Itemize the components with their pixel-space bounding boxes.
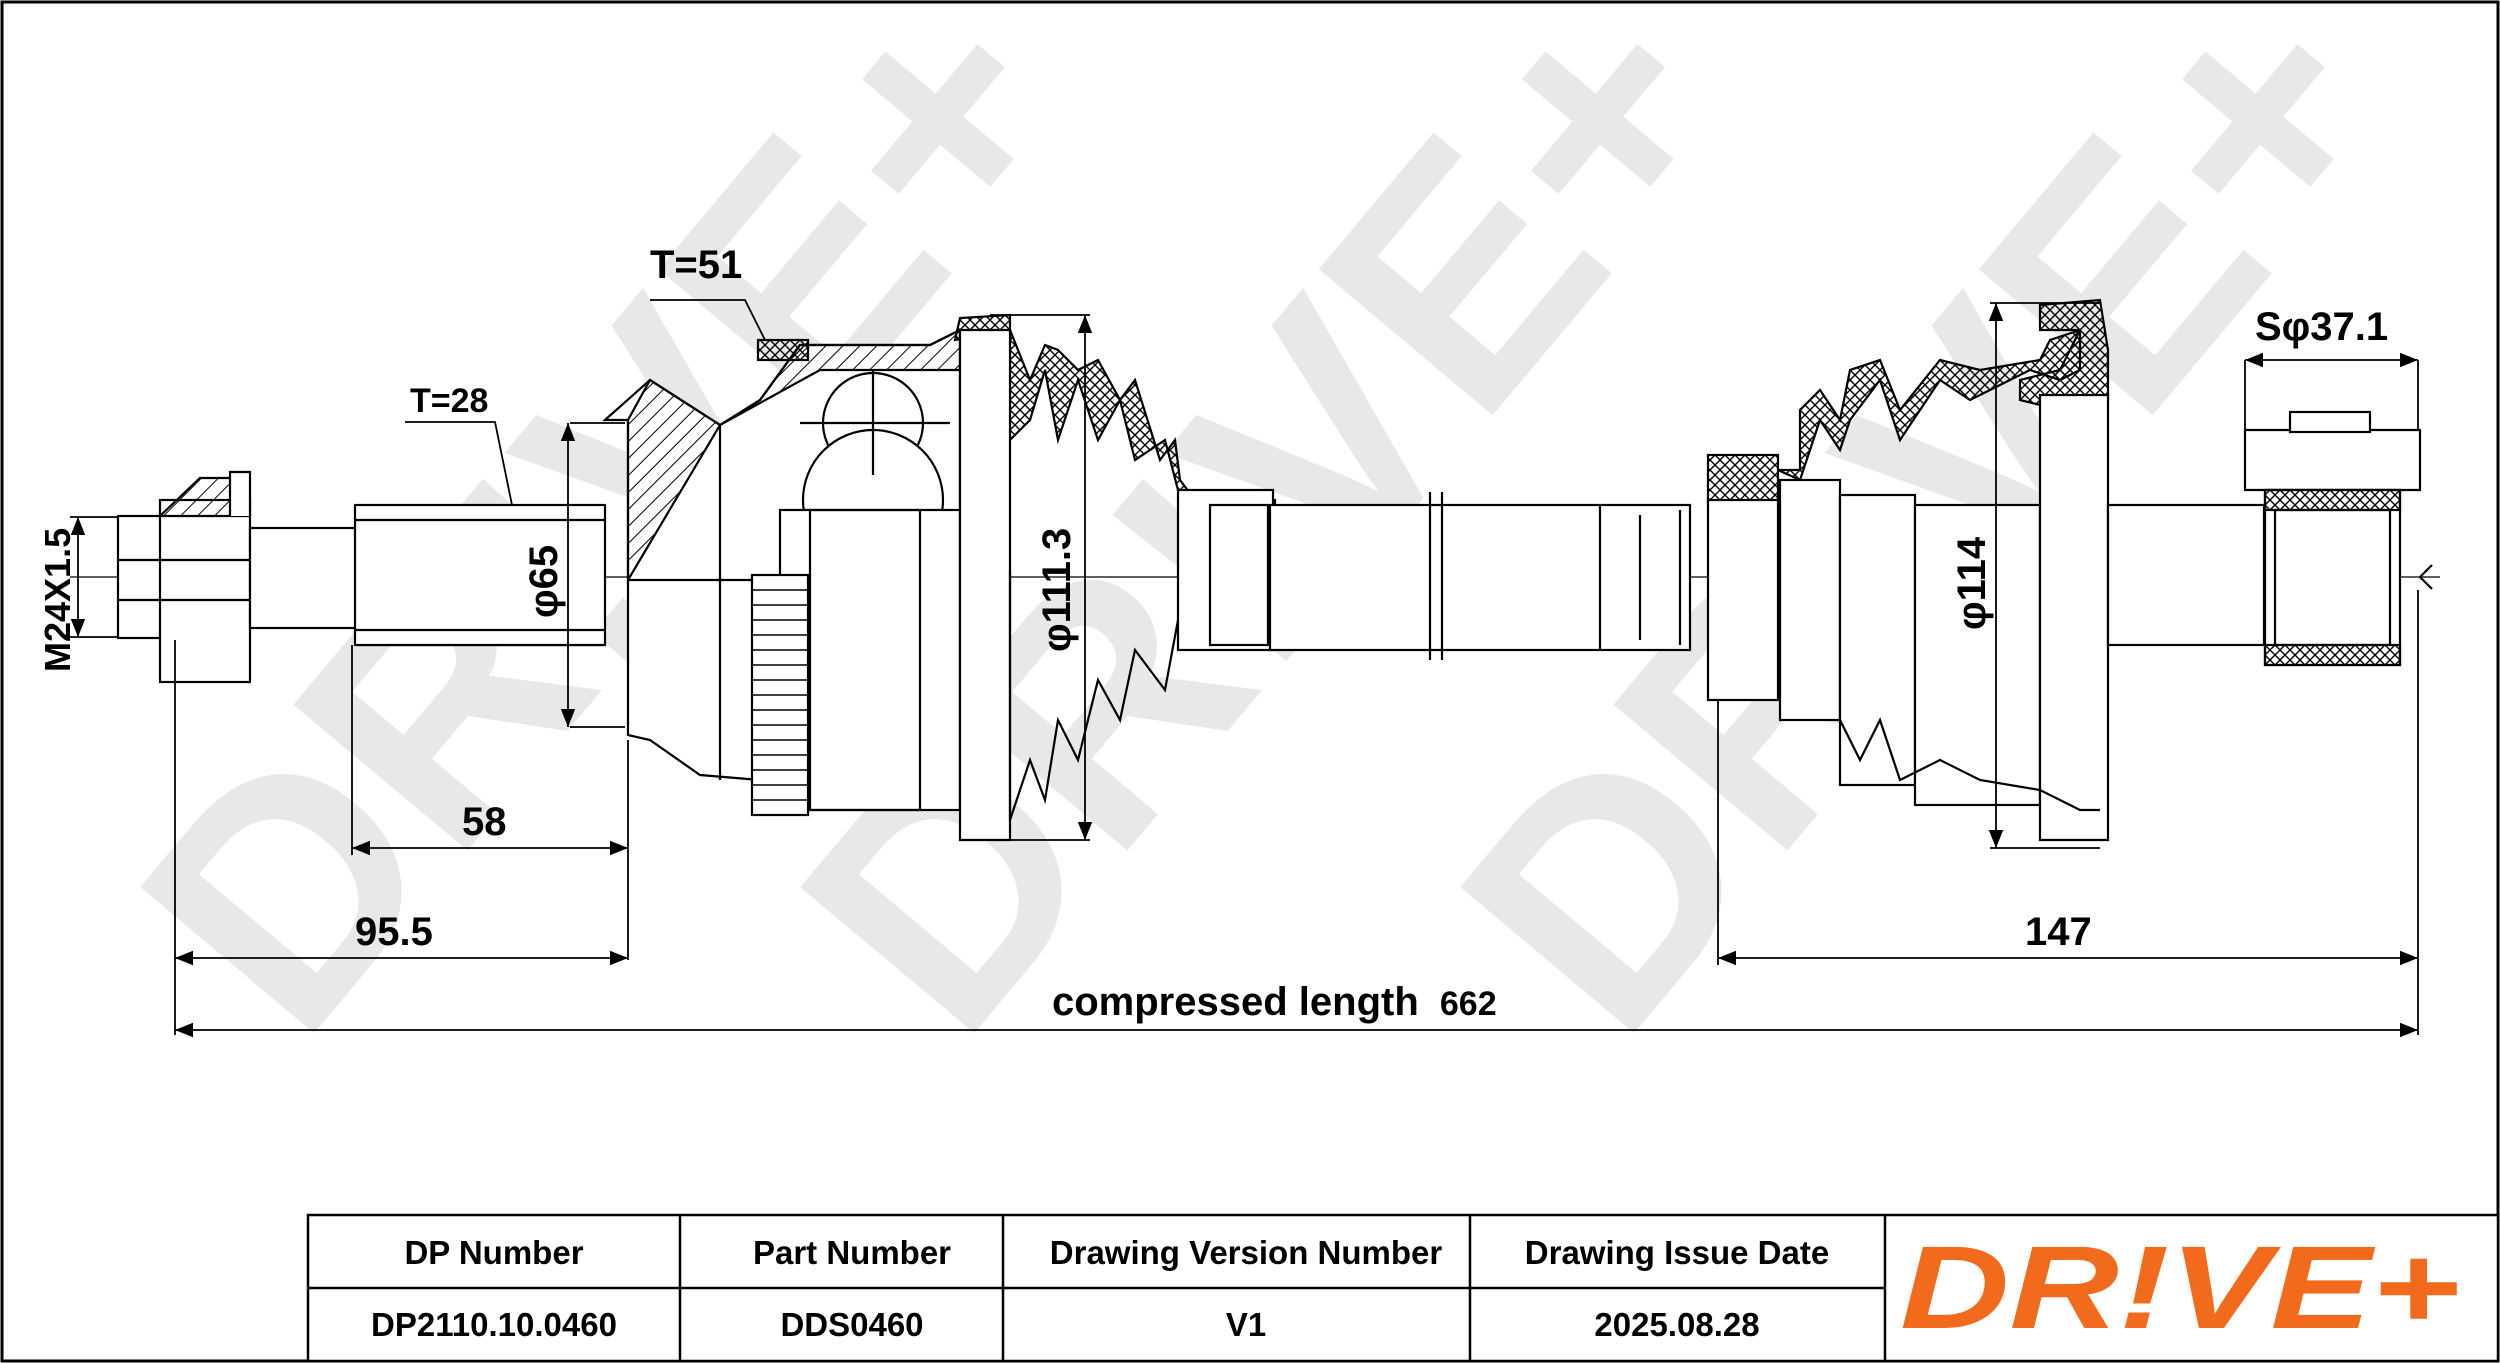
compressed-length-value: 662 (1440, 985, 1497, 1023)
value-drawing-version: V1 (1226, 1306, 1266, 1343)
inner-boot-diameter-label: φ114 (1950, 536, 1994, 630)
length-95-5-label: 95.5 (355, 910, 433, 954)
title-block-values: DP2110.10.0460 DDS0460 V1 2025.08.28 (371, 1306, 1760, 1343)
outer-boot-diameter-label: φ111.3 (1035, 528, 1079, 652)
title-block (306, 1213, 2500, 1363)
header-dp-number: DP Number (404, 1234, 583, 1271)
title-block-headers: DP Number Part Number Drawing Version Nu… (404, 1234, 1829, 1271)
length-58-label: 58 (462, 800, 507, 844)
dimension-lines (70, 299, 2419, 1038)
outer-cv-housing (602, 328, 962, 812)
inner-boot (1706, 298, 2110, 842)
main-shaft (1268, 492, 1692, 660)
shaft-drawing (70, 298, 2440, 842)
inner-ball-label: Sφ37.1 (2255, 305, 2388, 349)
compressed-length-text: compressed length (1052, 980, 1419, 1024)
length-147-label: 147 (2025, 910, 2092, 954)
inner-tripod (2106, 410, 2433, 667)
header-issue-date: Drawing Issue Date (1525, 1234, 1829, 1271)
header-drawing-version: Drawing Version Number (1050, 1234, 1443, 1271)
value-part-number: DDS0460 (780, 1306, 923, 1343)
brand-logo: DR!VE+ (1900, 1222, 2460, 1354)
header-part-number: Part Number (753, 1234, 951, 1271)
hub-nut (116, 470, 252, 684)
compressed-length-label: compressed length 662 (1052, 980, 1497, 1024)
thread-label: M24X1.5 (37, 528, 78, 672)
outer-boot (953, 313, 1277, 842)
spline-left-label: T=28 (410, 382, 488, 420)
abs-ring (750, 338, 810, 817)
value-dp-number: DP2110.10.0460 (371, 1306, 617, 1343)
seat-diameter-label: φ65 (522, 545, 566, 618)
abs-ring-label: T=51 (650, 243, 742, 287)
value-issue-date: 2025.08.28 (1594, 1306, 1759, 1343)
